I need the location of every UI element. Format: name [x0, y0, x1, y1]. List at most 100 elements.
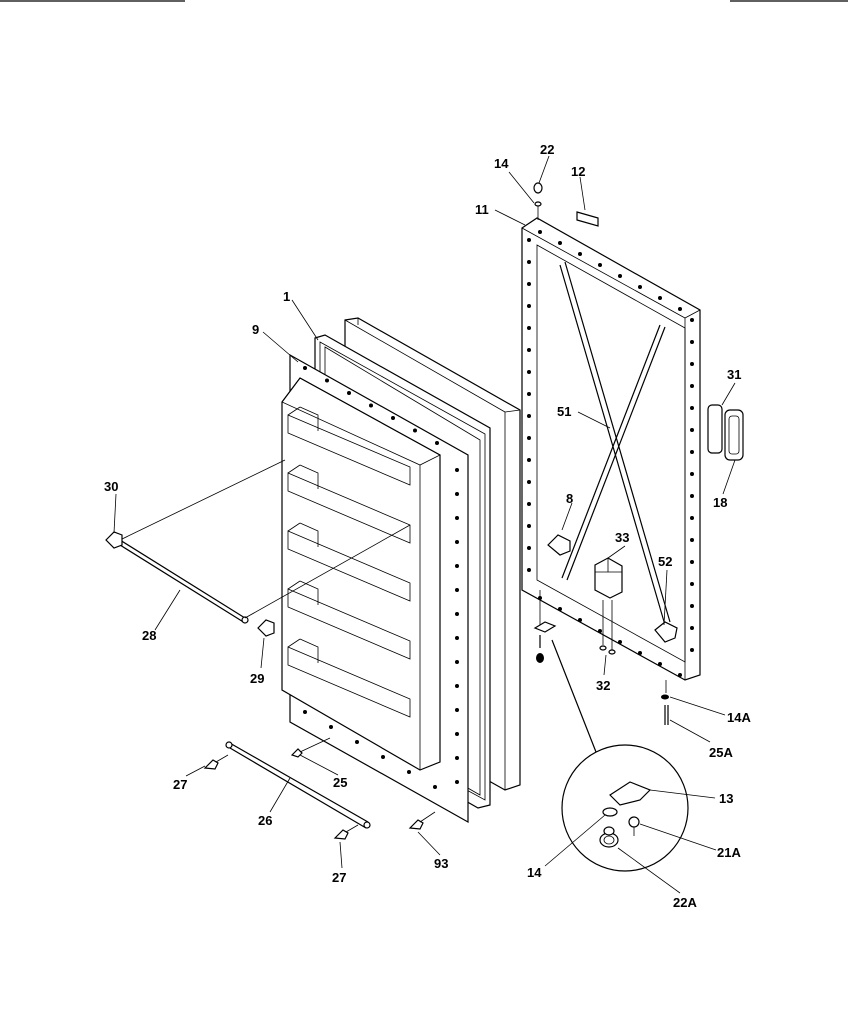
mounting-hole [690, 604, 694, 608]
bottom-left-hardware [533, 590, 557, 663]
mounting-hole [558, 241, 562, 245]
mounting-hole [690, 626, 694, 630]
mounting-hole [527, 370, 531, 374]
mounting-hole [690, 428, 694, 432]
callout-27-lower: 27 [332, 870, 346, 885]
callout-25A: 25A [709, 745, 733, 760]
block-33 [594, 557, 623, 599]
mounting-hole [690, 494, 694, 498]
mounting-hole [455, 756, 459, 760]
callout-22: 22 [540, 142, 554, 157]
callout-32: 32 [596, 678, 610, 693]
mounting-hole [690, 472, 694, 476]
mounting-hole [690, 362, 694, 366]
handle-31-18 [707, 404, 744, 461]
shelf-bay [287, 406, 411, 486]
mounting-hole [690, 384, 694, 388]
callout-8: 8 [566, 491, 573, 506]
mounting-hole [455, 612, 459, 616]
mounting-hole [303, 710, 307, 714]
mounting-hole [558, 607, 562, 611]
mounting-hole [527, 392, 531, 396]
callout-28: 28 [142, 628, 156, 643]
mounting-hole [455, 684, 459, 688]
mounting-hole [455, 780, 459, 784]
mounting-hole [527, 480, 531, 484]
callout-1: 1 [283, 289, 290, 304]
mounting-hole [433, 785, 437, 789]
callout-14-detail: 14 [527, 865, 542, 880]
cross-brace-51 [559, 261, 671, 626]
mounting-hole [690, 582, 694, 586]
mounting-hole [690, 648, 694, 652]
door-liner-shelves [281, 377, 441, 771]
mounting-hole [329, 725, 333, 729]
mounting-hole [455, 708, 459, 712]
screw-14A-25A [661, 680, 669, 725]
callout-14A: 14A [727, 710, 751, 725]
callout-11: 11 [475, 202, 489, 217]
mounting-hole [578, 252, 582, 256]
callout-12: 12 [571, 164, 585, 179]
mounting-hole [527, 260, 531, 264]
callout-29: 29 [250, 671, 264, 686]
callout-31: 31 [727, 367, 741, 382]
mounting-hole [690, 516, 694, 520]
clip-30 [105, 531, 123, 549]
mounting-hole [527, 546, 531, 550]
washers-32 [599, 600, 616, 655]
mounting-hole [455, 540, 459, 544]
bracket-8 [547, 534, 571, 556]
mounting-hole [527, 568, 531, 572]
callout-18: 18 [713, 495, 727, 510]
mounting-hole [391, 416, 395, 420]
shelf-bay [287, 638, 411, 718]
mounting-hole [325, 378, 329, 383]
mounting-hole [381, 755, 385, 759]
mounting-hole [690, 406, 694, 410]
bar-26 [225, 741, 371, 829]
mounting-hole [455, 564, 459, 568]
callout-labels: 1 9 30 28 29 27 26 25 27 93 14 22 12 11 … [104, 142, 751, 910]
callout-30: 30 [104, 479, 118, 494]
clip-29 [257, 619, 275, 637]
screw-93 [408, 811, 436, 830]
mounting-hole [598, 629, 602, 633]
mounting-hole [355, 740, 359, 744]
mounting-hole [527, 414, 531, 418]
callout-22A: 22A [673, 895, 697, 910]
callout-25: 25 [333, 775, 347, 790]
mounting-hole [369, 403, 373, 408]
mounting-hole [658, 296, 662, 300]
mounting-hole [527, 502, 531, 506]
mounting-hole [527, 348, 531, 352]
callout-52: 52 [658, 554, 672, 569]
mounting-hole [690, 538, 694, 542]
top-hardware [533, 182, 543, 220]
mounting-hole [347, 391, 351, 395]
mounting-hole [455, 588, 459, 592]
mounting-hole [598, 263, 602, 267]
mounting-hole [690, 340, 694, 344]
mounting-hole [435, 441, 439, 445]
shelf-bay [287, 464, 411, 544]
mounting-hole [455, 732, 459, 736]
mounting-hole [413, 428, 417, 433]
mounting-hole [690, 450, 694, 454]
screw-27-upper [203, 754, 229, 770]
shelf-bay [287, 522, 411, 602]
label-plate-12 [576, 211, 599, 227]
mounting-hole [690, 318, 694, 322]
mounting-hole [578, 618, 582, 622]
mounting-hole [527, 524, 531, 528]
screw-27-lower [333, 824, 359, 840]
leader-lines [113, 155, 736, 894]
callout-14-top: 14 [494, 156, 509, 171]
callout-13: 13 [719, 791, 733, 806]
callout-21A: 21A [717, 845, 741, 860]
mounting-hole [303, 366, 307, 370]
mounting-hole [407, 770, 411, 774]
callout-33: 33 [615, 530, 629, 545]
mounting-hole [678, 673, 682, 677]
